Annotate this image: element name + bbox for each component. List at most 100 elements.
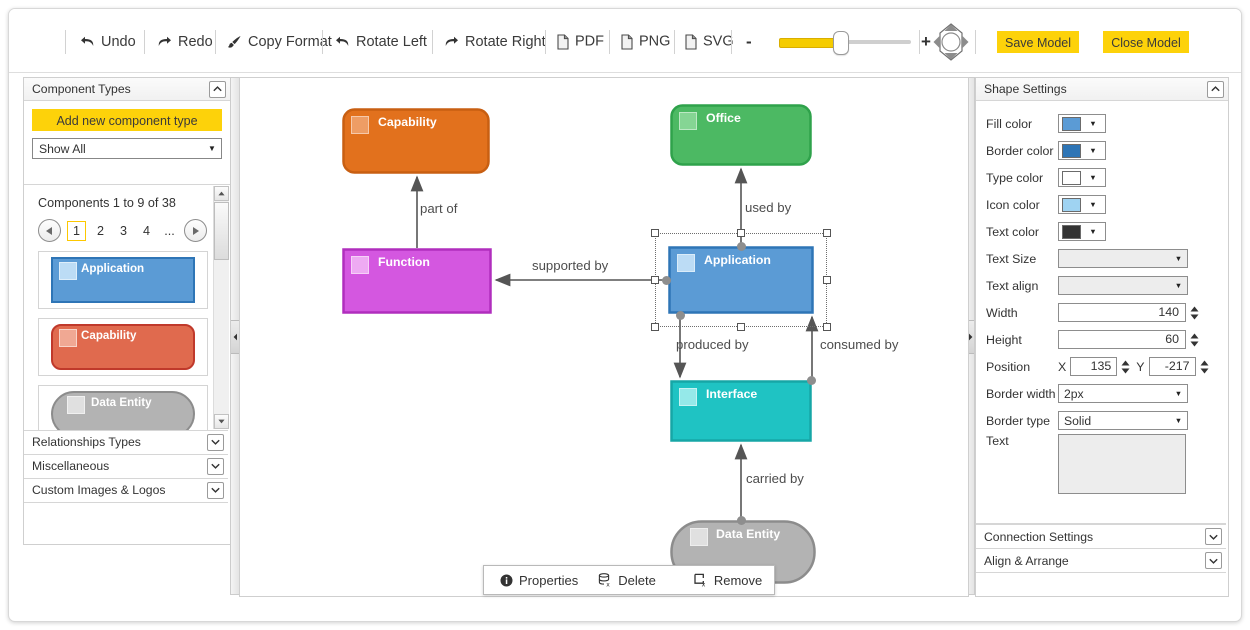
panel-divider (976, 572, 1226, 573)
scrollbar-thumb[interactable] (214, 202, 229, 260)
accordion-align-arrange[interactable]: Align & Arrange (976, 548, 1226, 572)
resize-handle-sw[interactable] (651, 323, 659, 331)
node-office[interactable]: Office (670, 104, 812, 166)
close-model-button[interactable]: Close Model (1103, 31, 1189, 53)
resize-handle-se[interactable] (823, 323, 831, 331)
component-list-scrollbar[interactable] (213, 186, 229, 429)
resize-handle-e[interactable] (823, 276, 831, 284)
redo-button[interactable]: Redo (157, 35, 213, 50)
context-menu-remove[interactable]: x Remove (684, 566, 772, 594)
connection-point-left[interactable] (662, 276, 671, 285)
accordion-connection-settings[interactable]: Connection Settings (976, 524, 1226, 548)
text-color-picker[interactable]: ▼ (1058, 222, 1106, 241)
save-model-button[interactable]: Save Model (997, 31, 1079, 53)
field-width: Width 140 (986, 299, 1218, 326)
connection-point-interface-right[interactable] (807, 376, 816, 385)
chevron-down-icon[interactable] (1205, 528, 1222, 545)
component-icon (67, 396, 85, 414)
zoom-slider-thumb[interactable] (833, 31, 849, 55)
position-y-stepper[interactable] (1200, 360, 1209, 374)
border-type-select[interactable]: Solid ▼ (1058, 411, 1188, 430)
chevron-down-icon[interactable] (207, 457, 224, 475)
export-pdf-button[interactable]: PDF (557, 34, 604, 50)
position-x-stepper[interactable] (1121, 360, 1130, 374)
icon-color-picker[interactable]: ▼ (1058, 195, 1106, 214)
text-textarea[interactable] (1058, 434, 1186, 494)
resize-handle-s[interactable] (737, 323, 745, 331)
component-card-application[interactable]: Application (38, 251, 208, 309)
diagram-editor-window: Undo Redo Copy Format Rotate Left Rotate… (8, 8, 1242, 622)
rotate-left-button[interactable]: Rotate Left (335, 35, 427, 50)
pager-page-ellipsis[interactable]: ... (164, 223, 175, 238)
component-card-capability[interactable]: Capability (38, 318, 208, 376)
undo-button[interactable]: Undo (80, 35, 136, 50)
border-width-select[interactable]: 2px ▼ (1058, 384, 1188, 403)
connection-point-top[interactable] (737, 242, 746, 251)
toolbar-separator (975, 30, 976, 54)
chevron-down-icon[interactable] (207, 481, 224, 499)
text-size-select[interactable]: ▼ (1058, 249, 1188, 268)
scroll-up-button[interactable] (214, 186, 229, 201)
zoom-in-label[interactable]: + (921, 32, 931, 51)
resize-handle-n[interactable] (737, 229, 745, 237)
field-type-color: Type color ▼ (986, 164, 1218, 191)
node-application[interactable]: Application (668, 246, 814, 314)
zoom-slider[interactable]: - + (746, 31, 931, 55)
accordion-custom-images-logos[interactable]: Custom Images & Logos (24, 478, 228, 501)
pager-page-4[interactable]: 4 (142, 223, 150, 238)
text-align-select[interactable]: ▼ (1058, 276, 1188, 295)
chevron-down-icon: ▼ (208, 144, 216, 153)
context-menu-properties[interactable]: Properties (490, 566, 588, 594)
export-png-button[interactable]: PNG (621, 34, 670, 50)
chevron-up-icon[interactable] (1207, 80, 1224, 98)
resize-handle-w[interactable] (651, 276, 659, 284)
resize-handle-nw[interactable] (651, 229, 659, 237)
connection-point-bottom[interactable] (676, 311, 685, 320)
diagram-canvas[interactable]: Capability Office Function Application (239, 77, 969, 597)
node-capability[interactable]: Capability (342, 108, 490, 174)
splitter-grip[interactable] (966, 320, 974, 354)
pager-page-3[interactable]: 3 (119, 223, 127, 238)
height-input[interactable]: 60 (1058, 330, 1186, 349)
pager-next-button[interactable] (184, 219, 207, 242)
shape-settings-header[interactable]: Shape Settings (976, 78, 1228, 101)
type-color-picker[interactable]: ▼ (1058, 168, 1106, 187)
zoom-out-label[interactable]: - (746, 32, 752, 51)
splitter-grip[interactable] (231, 320, 239, 354)
add-new-component-type-button[interactable]: Add new component type (32, 109, 222, 131)
fill-color-picker[interactable]: ▼ (1058, 114, 1106, 133)
pan-compass-icon[interactable] (931, 22, 971, 62)
chevron-down-icon[interactable] (207, 433, 224, 451)
toolbar-separator (674, 30, 675, 54)
width-input[interactable]: 140 (1058, 303, 1186, 322)
chevron-down-icon: ▼ (1174, 281, 1183, 290)
accordion-relationships-types[interactable]: Relationships Types (24, 430, 228, 453)
width-stepper[interactable] (1190, 306, 1199, 320)
node-label: Function (378, 255, 430, 269)
toolbar-separator (545, 30, 546, 54)
border-color-picker[interactable]: ▼ (1058, 141, 1106, 160)
accordion-miscellaneous[interactable]: Miscellaneous (24, 454, 228, 477)
position-y-input[interactable]: -217 (1148, 357, 1196, 376)
pager-page-1[interactable]: 1 (67, 220, 86, 241)
connection-point-data-entity-top[interactable] (737, 516, 746, 525)
rotate-right-button[interactable]: Rotate Right (444, 35, 546, 50)
resize-handle-ne[interactable] (823, 229, 831, 237)
node-interface[interactable]: Interface (670, 380, 812, 442)
export-svg-button[interactable]: SVG (685, 34, 734, 50)
component-filter-select[interactable]: Show All ▼ (32, 138, 222, 159)
chevron-up-icon[interactable] (209, 80, 226, 98)
chevron-down-icon[interactable] (1205, 552, 1222, 569)
node-function[interactable]: Function (342, 248, 492, 314)
position-x-input[interactable]: 135 (1070, 357, 1118, 376)
fill-color-label: Fill color (986, 116, 1033, 131)
copy-format-button[interactable]: Copy Format (227, 35, 332, 50)
pager-page-2[interactable]: 2 (96, 223, 104, 238)
accordion-label: Miscellaneous (32, 459, 110, 473)
scroll-down-button[interactable] (214, 414, 229, 429)
component-card-data-entity[interactable]: Data Entity (38, 385, 208, 430)
height-stepper[interactable] (1190, 333, 1199, 347)
component-types-header[interactable]: Component Types (24, 78, 230, 101)
pager-prev-button[interactable] (38, 219, 61, 242)
context-menu-delete[interactable]: x Delete (588, 566, 666, 594)
